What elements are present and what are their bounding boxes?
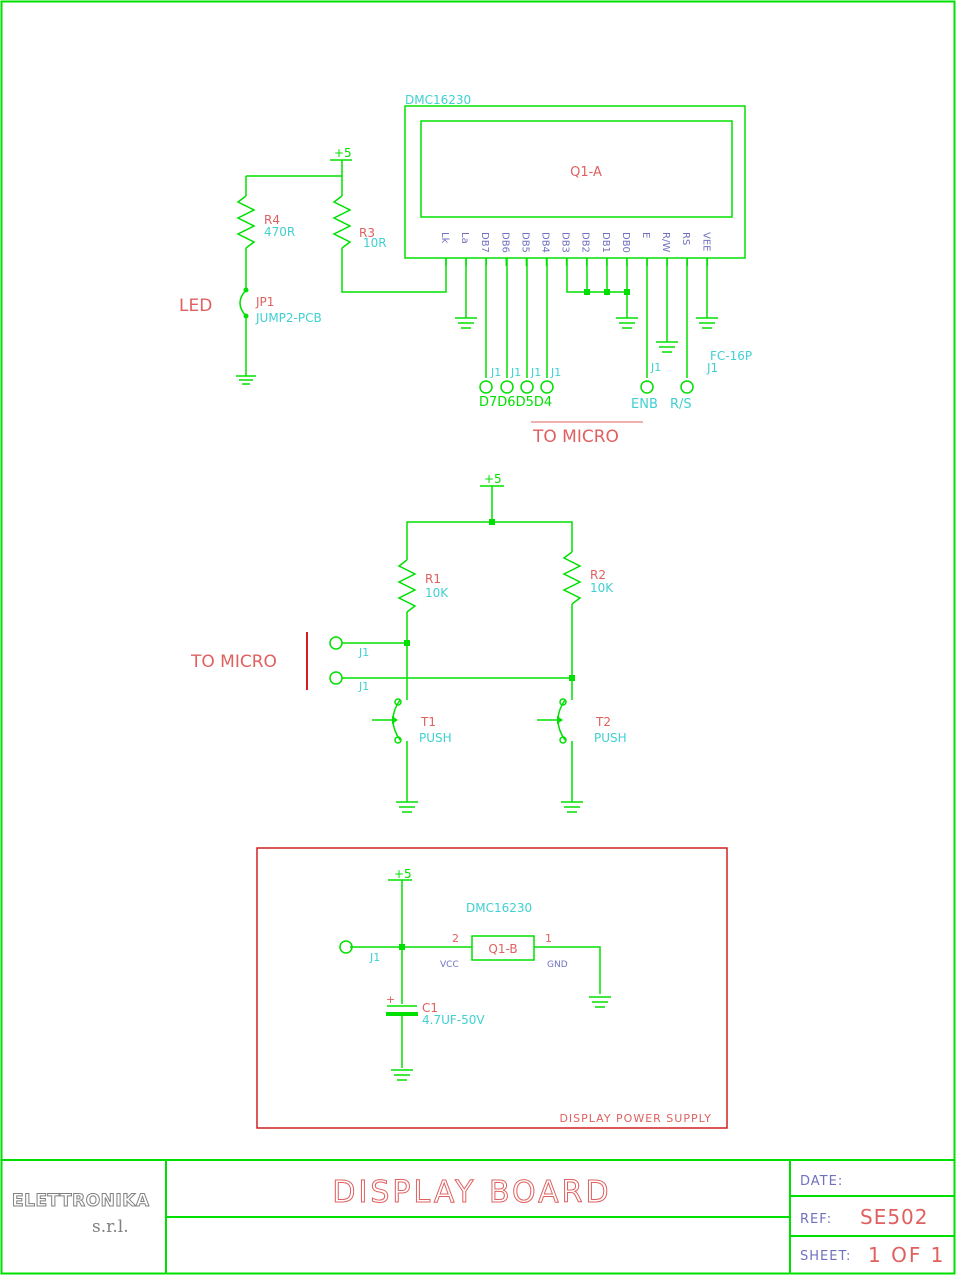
keys-j-top: J1 <box>358 646 369 659</box>
db6-j: J1 <box>510 366 521 379</box>
lcd-wiring <box>341 258 708 378</box>
q1b-pin-vcc-num: 2 <box>452 932 459 945</box>
to-micro-keys: TO MICRO <box>190 652 277 672</box>
q1b-pin-gnd: GND <box>547 960 568 970</box>
lcd-pin-label: R/W <box>660 232 671 252</box>
to-micro-top: TO MICRO <box>532 427 619 447</box>
c1-ref: C1 <box>422 1001 438 1015</box>
t2-ref: T2 <box>595 715 611 729</box>
lcd-pin-label: E <box>640 232 651 238</box>
c1-value: 4.7UF-50V <box>422 1013 485 1027</box>
sheet-label: SHEET: <box>800 1249 851 1264</box>
lcd-pin-label: VEE <box>700 232 711 251</box>
enb-label: ENB <box>631 397 658 412</box>
r2-value: 10K <box>590 581 614 595</box>
keys-j-bottom: J1 <box>358 680 369 693</box>
data-pins-label: D7D6D5D4 <box>479 395 552 410</box>
rs-label: R/S <box>670 397 692 412</box>
lcd-pin-label: DB0 <box>620 232 631 253</box>
c1-capacitor-plate <box>386 1012 418 1016</box>
lcd-module: DMC16230 Q1-A Lk La DB7 DB6 DB5 DB4 DB3 DB2 DB1 D… <box>404 93 752 375</box>
title-block: ELETTRONIKA s.r.l. DISPLAY BOARD DATE: R… <box>1 1159 955 1274</box>
power-supply-label: +5 <box>394 867 412 881</box>
lcd-pin-label: DB3 <box>560 232 571 253</box>
jp1-ref: JP1 <box>255 295 274 309</box>
ref-value: SE502 <box>860 1205 929 1229</box>
power-frame-title: DISPLAY POWER SUPPLY <box>559 1112 712 1125</box>
ref-label: REF: <box>800 1212 832 1227</box>
q1b-part-name: DMC16230 <box>466 901 532 915</box>
lcd-pin-label: DB4 <box>540 232 551 253</box>
lcd-screen <box>420 120 733 218</box>
lcd-pin-label: RS <box>680 232 691 245</box>
c1-plus: + <box>386 993 395 1006</box>
lcd-pin-label: DB2 <box>580 232 591 253</box>
q1b-body <box>471 935 535 961</box>
r4-ref: R4 <box>264 213 280 227</box>
lcd-pin-label: DB1 <box>600 232 611 253</box>
backlight-supply: +5 <box>334 146 352 160</box>
lcd-pin-label: La <box>459 232 470 244</box>
lcd-junctions <box>584 289 630 295</box>
lcd-body <box>404 105 746 259</box>
lcd-pin-leads <box>445 258 709 266</box>
company-suffix: s.r.l. <box>92 1217 129 1237</box>
lcd-pin-labels: Lk La DB7 DB6 DB5 DB4 DB3 DB2 DB1 DB0 E R/W RS VEE <box>439 232 711 253</box>
q1b-pin-vcc: VCC <box>440 960 459 970</box>
q1b-ref: Q1-B <box>488 942 517 956</box>
led-label: LED <box>179 296 212 316</box>
db4-j: J1 <box>550 366 561 379</box>
t1-ref: T1 <box>420 715 436 729</box>
enb-j: J1 <box>650 361 661 374</box>
db7-j: J1 <box>490 366 501 379</box>
data-bus-connectors: J1 J1 J1 J1 D7D6D5D4 J1 ENB R/S TO MICRO <box>479 361 694 447</box>
lcd-pin-label: DB7 <box>479 232 490 253</box>
backlight-circuit: +5 R4 470R R3 10R JP1 J <box>179 146 387 385</box>
lcd-part-name: DMC16230 <box>405 93 471 107</box>
lcd-ref: Q1-A <box>570 165 602 180</box>
t2-value: PUSH <box>594 731 627 745</box>
power-j1: J1 <box>369 951 380 964</box>
r4-resistor <box>236 195 256 249</box>
jp1-value: JUMP2-PCB <box>255 311 322 325</box>
r1-value: 10K <box>425 586 449 600</box>
db5-j: J1 <box>530 366 541 379</box>
jp1-jumper <box>239 289 247 317</box>
lcd-connector: FC-16P <box>710 349 752 363</box>
date-label: DATE: <box>800 1174 843 1189</box>
r4-value: 470R <box>264 225 295 239</box>
keys-circuit: +5 <box>190 472 627 813</box>
r3-value: 10R <box>363 236 387 250</box>
lcd-pin-label: DB6 <box>499 232 510 253</box>
lcd-grounds <box>455 317 718 353</box>
drawing-title: DISPLAY BOARD <box>332 1175 611 1210</box>
r2-resistor <box>562 551 582 605</box>
r3-resistor <box>332 195 352 249</box>
power-supply-block: DISPLAY POWER SUPPLY +5 DMC16230 Q1-B 2 … <box>256 847 728 1129</box>
keys-supply: +5 <box>484 472 502 486</box>
company-logo: ELETTRONIKA <box>12 1191 150 1211</box>
sheet-value: 1 OF 1 <box>868 1243 945 1267</box>
lcd-pin-label: DB5 <box>519 232 530 253</box>
lcd-pin-label: Lk <box>439 232 450 244</box>
lcd-connector-ref: J1 <box>706 361 718 375</box>
r1-resistor <box>397 559 417 613</box>
q1b-pin-gnd-num: 1 <box>545 932 552 945</box>
r1-ref: R1 <box>425 572 441 586</box>
r2-ref: R2 <box>590 568 606 582</box>
power-frame <box>256 847 728 1129</box>
r3-ref: R3 <box>359 226 375 240</box>
t1-value: PUSH <box>419 731 452 745</box>
